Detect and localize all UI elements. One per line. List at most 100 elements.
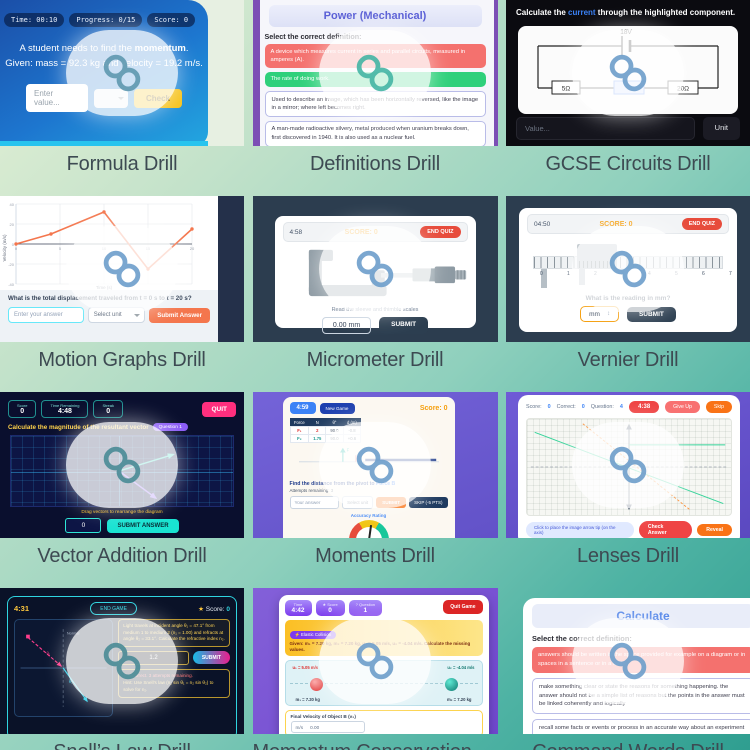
link-icon — [103, 250, 141, 288]
timer: 4:58 — [289, 228, 303, 236]
new-game-button[interactable]: New Game — [319, 402, 355, 414]
mass-a-label: m₁ = 7.20 kg — [295, 697, 320, 703]
drill-caption: Command Words Drill — [506, 734, 750, 750]
reveal-button[interactable]: Reveal — [697, 524, 732, 536]
submit-button[interactable]: SUBMIT — [379, 317, 429, 334]
drill-caption: Lenses Drill — [576, 545, 680, 567]
link-icon — [609, 446, 647, 484]
score: ★ Score: 0 — [198, 605, 230, 613]
svg-text:20Ω: 20Ω — [677, 86, 689, 93]
submit-button[interactable]: SUBMIT ANSWER — [107, 518, 179, 533]
thumb-command-words-drill[interactable]: Calculate Select the correct definition:… — [506, 588, 750, 734]
thumb-circuits-drill[interactable]: Calculate the current through the highli… — [506, 0, 750, 146]
thumb-snells-law-drill[interactable]: 4:31 END GAME ★ Score: 0 Normal — [0, 588, 244, 734]
ball-b — [444, 678, 458, 692]
unit-button[interactable]: Unit — [702, 117, 740, 140]
score-label: Score: — [526, 404, 542, 410]
svg-text:Velocity (m/s): Velocity (m/s) — [2, 234, 7, 262]
quit-button[interactable]: QUIT — [202, 401, 236, 417]
thumb-lenses-drill[interactable]: Score:0 Correct:0 Question:4 4:38 Give U… — [506, 392, 750, 538]
answer-input[interactable]: Enter your answer — [8, 307, 84, 323]
prompt-text: Calculate the current through the highli… — [516, 8, 736, 17]
skip-button[interactable]: SKIP (-5 PTS) — [409, 497, 448, 508]
svg-text:0: 0 — [12, 242, 15, 247]
timer: 4:59 — [289, 402, 316, 414]
link-overlay — [572, 30, 684, 116]
reading-input[interactable]: 0.00 mm — [321, 317, 372, 334]
app-header: 4:59 New Game Score: 0 — [289, 402, 448, 414]
drill-caption: Vernier Drill — [577, 349, 679, 371]
progress-badge: Progress: 0/15 — [69, 13, 143, 27]
gauge-label: Accuracy Rating — [350, 513, 387, 518]
magnitude-input[interactable]: 0 — [65, 518, 102, 533]
definition-option[interactable]: A man-made radioactive silvery, metal pr… — [264, 120, 486, 146]
stepper-icon[interactable]: ↕ — [606, 311, 610, 317]
drill-caption: Formula Drill — [66, 153, 178, 175]
instruction-pill: Click to place the image arrow tip (on t… — [526, 522, 634, 538]
time-badge: Time: 00:10 — [4, 13, 65, 27]
star-icon: ★ — [198, 605, 204, 613]
drill-caption: Motion Graphs Drill — [38, 349, 206, 371]
app-header: 4:31 END GAME ★ Score: 0 — [14, 602, 230, 615]
score: Score: 0 — [419, 404, 448, 412]
value-input[interactable]: Value... — [516, 117, 695, 140]
timer: 4:31 — [14, 604, 30, 613]
link-overlay — [66, 422, 178, 508]
answer-input[interactable]: Your answer — [289, 496, 340, 509]
svg-text:5Ω: 5Ω — [562, 86, 571, 93]
give-up-button[interactable]: Give Up — [665, 401, 700, 413]
thumb-formula-drill[interactable]: Time: 00:10 Progress: 0/15 Score: 0 A st… — [0, 0, 244, 146]
link-icon — [356, 250, 394, 288]
question-row: Calculate the magnitude of the resultant… — [0, 418, 244, 431]
gallery-cell: 4:58 SCORE: 0 END QUIZ — [252, 196, 498, 392]
svg-text:Normal: Normal — [67, 631, 80, 636]
gallery-cell: Power (Mechanical) Select the correct de… — [252, 0, 498, 196]
end-quiz-button[interactable]: END QUIZ — [681, 218, 722, 230]
end-game-button[interactable]: END GAME — [90, 602, 137, 615]
link-overlay — [319, 30, 431, 116]
check-answer-button[interactable]: Check Answer — [638, 521, 693, 538]
submit-button[interactable]: Submit Answer — [149, 307, 210, 323]
svg-text:5: 5 — [59, 246, 62, 251]
thumb-micrometer-drill[interactable]: 4:58 SCORE: 0 END QUIZ — [252, 196, 498, 342]
svg-text:-40: -40 — [8, 282, 15, 287]
quit-button[interactable]: Quit Game — [443, 600, 483, 614]
svg-text:θ₁: θ₁ — [46, 651, 50, 656]
link-overlay — [66, 30, 178, 116]
link-icon — [103, 642, 141, 680]
hint-text: Drag vectors to rearrange the diagram — [81, 510, 163, 515]
accuracy-gauge — [348, 520, 389, 538]
drill-caption: Momentum Conservation Drill — [253, 734, 498, 750]
thumb-vernier-drill[interactable]: 04:50 SCORE: 0 END QUIZ 0 1 2 3 4 5 6 — [506, 196, 750, 342]
link-overlay — [66, 618, 178, 704]
gallery-cell: Calculate Select the correct definition:… — [506, 588, 750, 750]
score-badge: Score: 0 — [147, 13, 196, 27]
question-badge: Question 1 — [152, 423, 188, 431]
svg-text:40: 40 — [10, 202, 15, 207]
accent-strip — [0, 141, 208, 146]
answer-row: Value... Unit — [516, 117, 740, 140]
link-overlay — [572, 422, 684, 508]
submit-button[interactable]: SUBMIT — [192, 651, 230, 665]
thumb-definitions-drill[interactable]: Power (Mechanical) Select the correct de… — [252, 0, 498, 146]
end-quiz-button[interactable]: END QUIZ — [420, 226, 461, 238]
timer-badge: 4:38 — [629, 401, 660, 413]
gallery-cell: Score:0 Correct:0 Question:4 4:38 Give U… — [506, 392, 750, 588]
link-icon — [103, 54, 141, 92]
question-label: Question: — [590, 404, 614, 410]
skip-button[interactable]: Skip — [705, 401, 732, 413]
link-overlay — [66, 226, 178, 312]
definition-option[interactable]: recall some facts or events or process i… — [532, 719, 750, 734]
link-overlay — [319, 618, 431, 704]
svg-text:20: 20 — [190, 246, 195, 251]
